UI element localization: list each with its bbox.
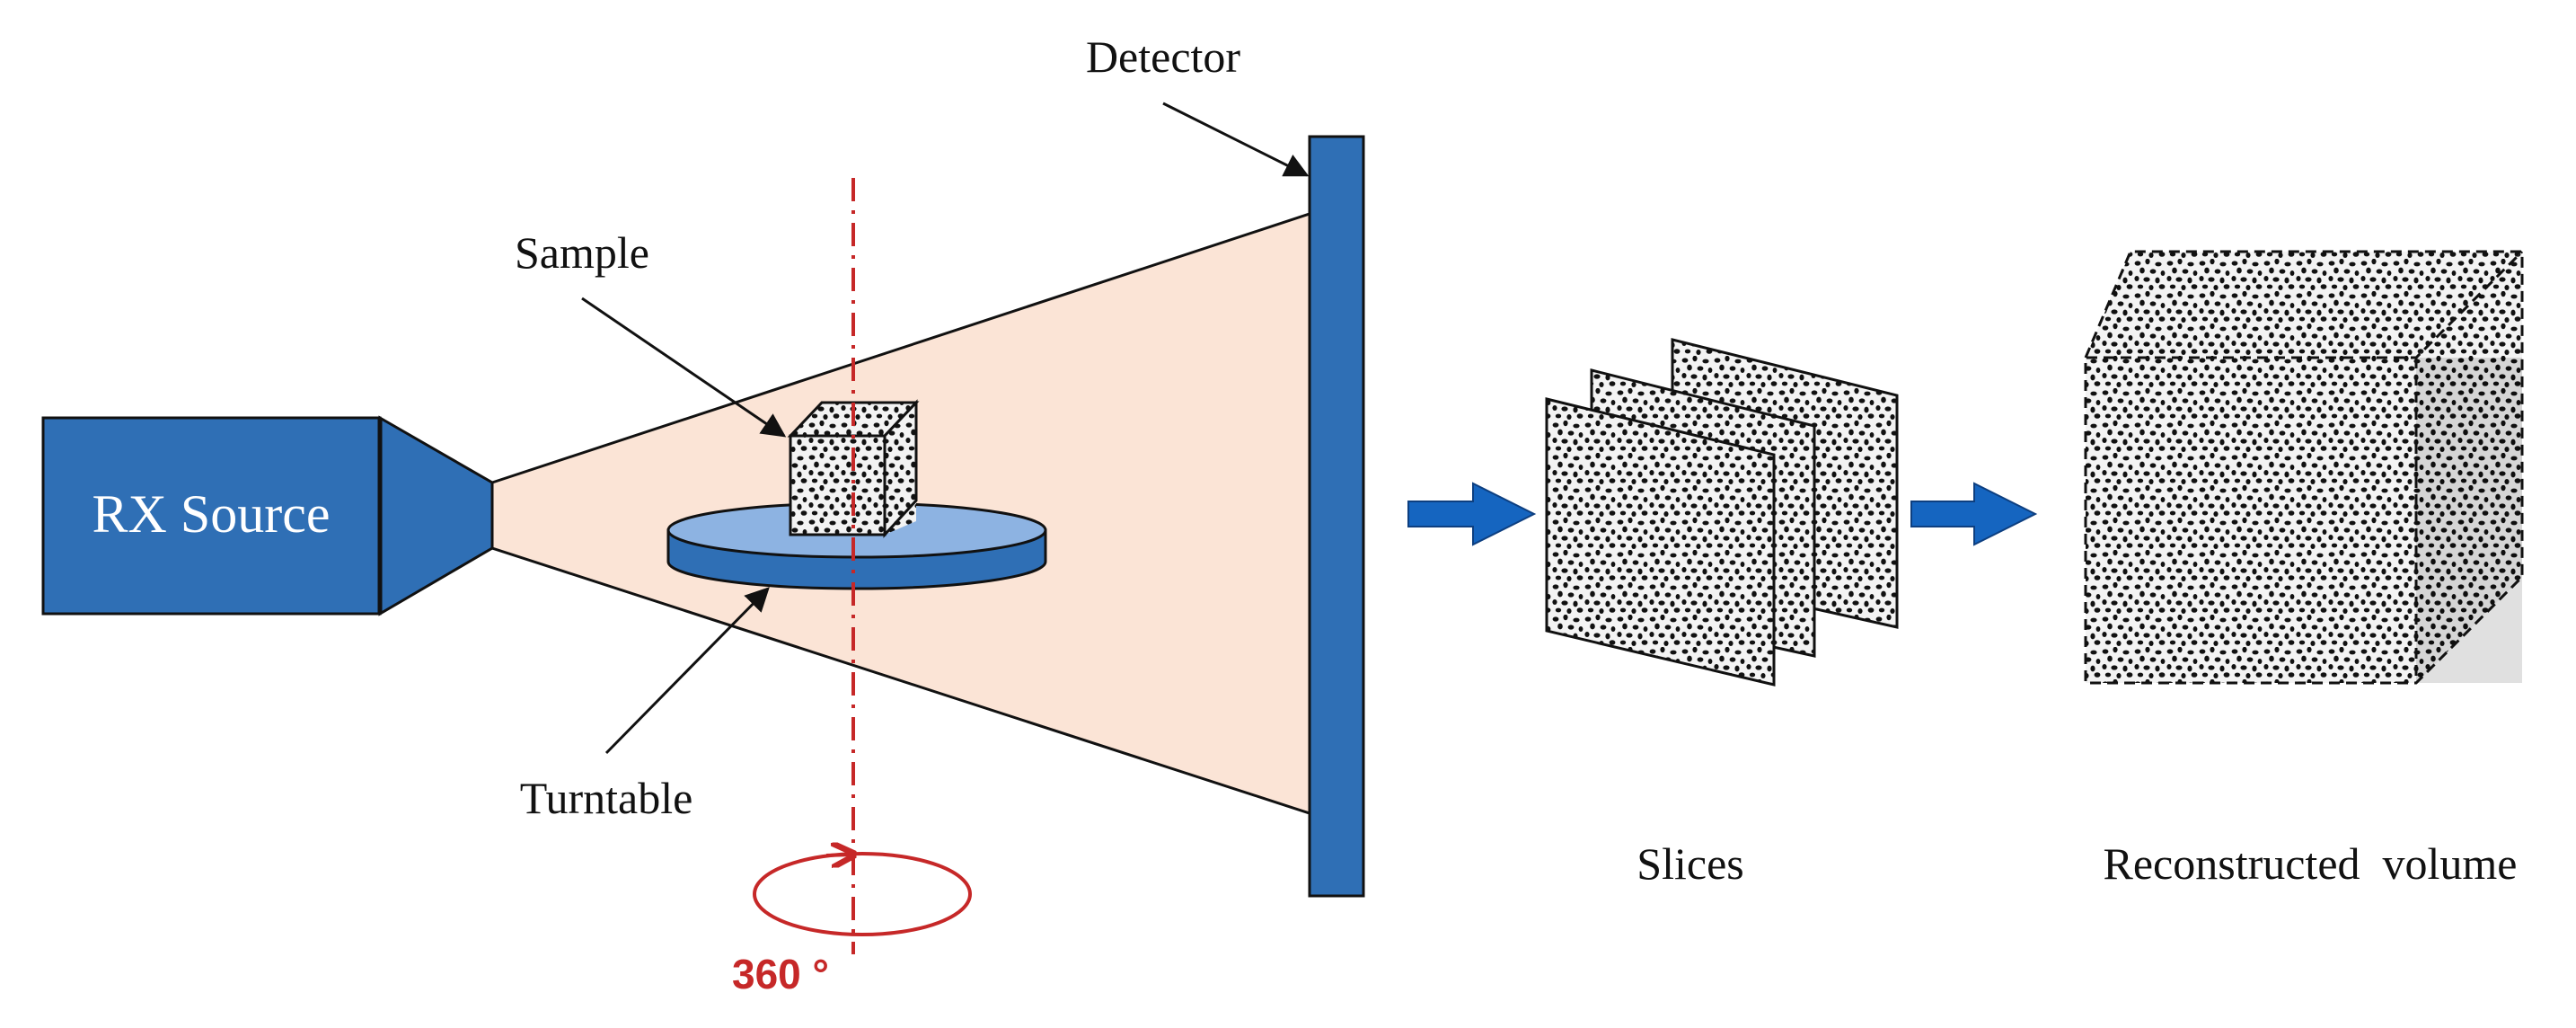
detector-panel — [1308, 135, 1365, 898]
detector-pointer — [1162, 102, 1310, 177]
slices-label: Slices — [1636, 838, 1743, 889]
rx-source-box — [41, 416, 382, 616]
sample-label: Sample — [515, 227, 649, 278]
sample-pointer — [581, 297, 787, 438]
rotation-ellipse-icon — [753, 852, 972, 936]
rx-source-label: RX Source — [93, 484, 331, 544]
turntable-label: Turntable — [520, 773, 693, 823]
turntable-pointer — [604, 587, 770, 755]
flow-arrow-to-slices — [1407, 482, 1537, 546]
sample-cube — [787, 399, 920, 538]
stacked-slices-icon — [1545, 338, 1899, 687]
rx-source-nozzle — [378, 415, 494, 616]
reconstructed-volume-cube — [2084, 250, 2524, 685]
volume-label: Reconstructed volume — [2104, 838, 2518, 889]
flow-arrow-to-volume — [1910, 482, 2038, 546]
detector-label: Detector — [1086, 31, 1240, 82]
angle-label: 360 ° — [732, 951, 829, 997]
